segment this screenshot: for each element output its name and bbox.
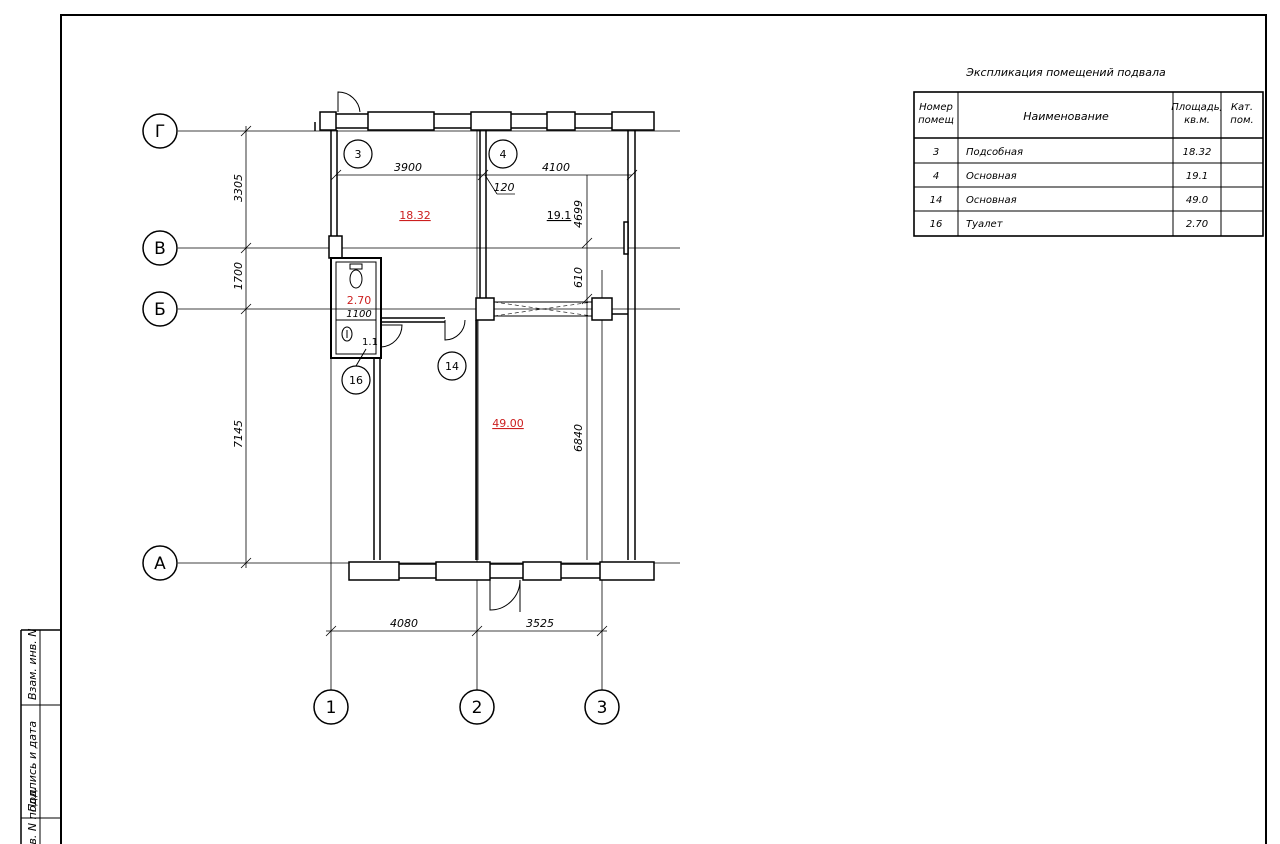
svg-text:4: 4 (933, 171, 939, 182)
dim-7145: 7145 (232, 420, 245, 448)
header-area: Площадь,кв.м. (1171, 102, 1223, 126)
svg-text:В: В (154, 239, 166, 259)
room-bubble-3: 3 (343, 139, 373, 169)
stamp-label-inv: Инв. N подл. (26, 787, 39, 844)
dim-3525: 3525 (526, 617, 554, 630)
dim-4100: 4100 (542, 161, 570, 174)
stamp-label-replace: Взам. инв. N (26, 629, 39, 700)
dim-1100: 1100 (346, 309, 371, 320)
svg-text:А: А (154, 554, 166, 574)
dim-1700: 1700 (232, 262, 245, 290)
dim-chain-right (581, 175, 593, 560)
svg-text:19.1: 19.1 (1186, 171, 1208, 182)
axis-bubble-col-2: 2 (459, 689, 495, 725)
dim-4699: 4699 (572, 200, 585, 228)
axis-bubble-col-1: 1 (313, 689, 349, 725)
svg-text:2: 2 (472, 698, 483, 718)
svg-text:Б: Б (154, 300, 166, 320)
sheet-frame (60, 14, 1267, 844)
dim-6840: 6840 (572, 424, 585, 452)
axis-bubble-row-a: А (142, 545, 178, 581)
room-area-4: 19.1 (547, 209, 572, 222)
room-bubble-4: 4 (488, 139, 518, 169)
svg-text:Основная: Основная (966, 171, 1017, 182)
svg-text:Основная: Основная (966, 195, 1017, 206)
dim-120: 120 (494, 181, 515, 194)
svg-text:16: 16 (930, 219, 943, 230)
svg-text:16: 16 (349, 374, 363, 387)
table-row: 4 Основная 19.1 (933, 171, 1208, 182)
dim-3305: 3305 (232, 174, 245, 202)
side-stamp: Взам. инв. N Подпись и дата Инв. N подл. (20, 629, 61, 844)
axis-bubble-col-3: 3 (584, 689, 620, 725)
svg-text:Подсобная: Подсобная (966, 146, 1023, 158)
room-area-3: 18.32 (399, 209, 431, 222)
doors (337, 91, 521, 612)
room-bubble-16: 16 (341, 348, 371, 395)
svg-text:49.0: 49.0 (1186, 195, 1208, 206)
svg-text:1: 1 (326, 698, 337, 718)
svg-text:14: 14 (445, 360, 459, 373)
dim-chain-top (330, 169, 638, 195)
svg-text:3: 3 (933, 147, 939, 158)
svg-text:3: 3 (355, 148, 362, 161)
dim-610: 610 (572, 267, 585, 288)
axis-bubble-row-b: Б (142, 291, 178, 327)
dim-3900: 3900 (394, 161, 422, 174)
room-area-16: 2.70 (347, 294, 372, 307)
svg-text:14: 14 (930, 195, 943, 206)
svg-text:18.32: 18.32 (1183, 147, 1212, 158)
header-name: Наименование (1023, 110, 1109, 123)
room-area-14: 49.00 (492, 417, 524, 430)
stamp-label-sign: Подпись и дата (26, 721, 39, 812)
svg-text:Г: Г (155, 122, 165, 142)
table-row: 16 Туалет 2.70 (930, 219, 1209, 230)
axis-bubble-row-v: В (142, 230, 178, 266)
axis-bubble-row-g: Г (142, 113, 178, 149)
dim-chain-bottom (325, 625, 608, 637)
grid-lines (178, 120, 680, 690)
svg-text:Туалет: Туалет (966, 219, 1004, 230)
dim-4080: 4080 (390, 617, 418, 630)
room-bubble-14: 14 (437, 351, 467, 381)
svg-text:2.70: 2.70 (1186, 219, 1208, 230)
header-category: Кат.пом. (1230, 102, 1253, 126)
toilet-fixtures (341, 263, 363, 342)
svg-text:3: 3 (597, 698, 608, 718)
svg-text:4: 4 (500, 148, 507, 161)
walls (314, 111, 655, 581)
table-row: 3 Подсобная 18.32 (933, 146, 1212, 158)
dim-1-1: 1.1 (362, 337, 378, 348)
dim-chain-left (240, 125, 252, 569)
explication-title: Экспликация помещений подвала (965, 66, 1166, 79)
table-row: 14 Основная 49.0 (930, 195, 1209, 206)
